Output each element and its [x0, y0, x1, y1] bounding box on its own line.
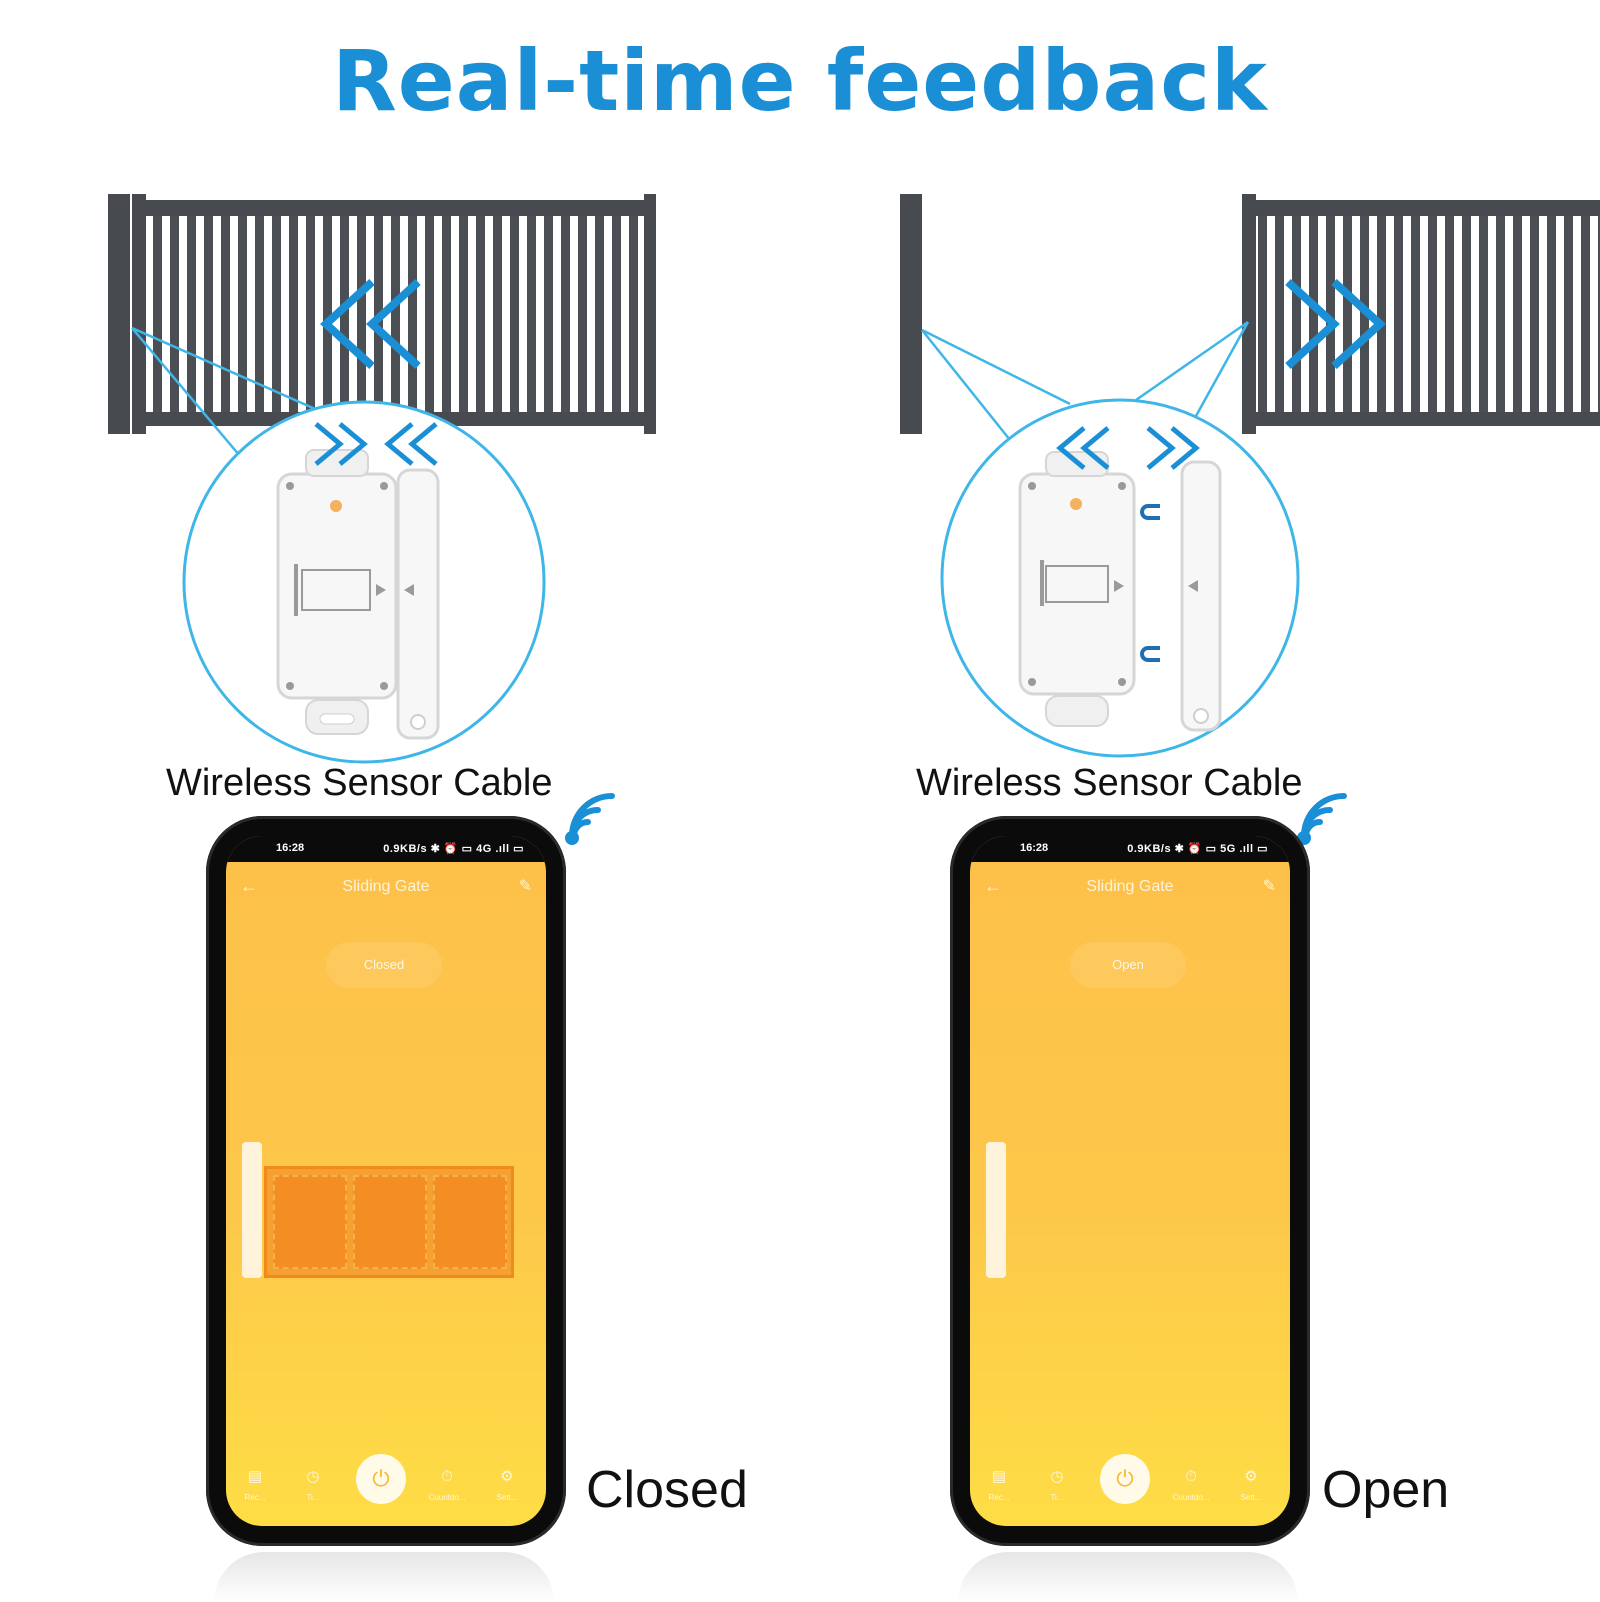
- sensor-open: [1018, 451, 1222, 732]
- nav-records[interactable]: ▤Rec...: [974, 1467, 1024, 1502]
- gate-post: [242, 1142, 262, 1278]
- status-network: 0.9KB/s ✱ ⏰ ▭ 4G .ıll ▭: [383, 843, 524, 855]
- status-time: 16:28: [1020, 842, 1049, 854]
- countdown-icon: ⏱: [441, 1468, 453, 1485]
- status-bar: 16:28 0.9KB/s ✱ ⏰ ▭ 4G .ıll ▭: [226, 836, 546, 862]
- status-time: 16:28: [276, 842, 305, 854]
- zoom-lines-left: [131, 326, 323, 457]
- closed-gate: [108, 194, 656, 434]
- records-icon: ▤: [247, 1468, 263, 1485]
- status-bar: 16:28 0.9KB/s ✱ ⏰ ▭ 5G .ıll ▭: [970, 836, 1290, 862]
- zoom-lines-right: [921, 320, 1250, 441]
- gate-post: [986, 1142, 1006, 1278]
- bottom-nav: ▤Rec... ◷Ti... ⏻ ⏱Countdo... ⚙Sett...: [226, 1430, 546, 1526]
- app-screen-open: 16:28 0.9KB/s ✱ ⏰ ▭ 5G .ıll ▭ ← Sliding …: [970, 836, 1290, 1526]
- nav-timer[interactable]: ◷Ti...: [1032, 1467, 1082, 1502]
- sensor-closed: [276, 449, 440, 740]
- records-icon: ▤: [991, 1468, 1007, 1485]
- edit-icon[interactable]: ✎: [1262, 878, 1276, 895]
- clock-icon: ◷: [1050, 1468, 1064, 1485]
- magnet-icon: [1140, 504, 1160, 662]
- power-icon: ⏻: [1116, 1466, 1134, 1491]
- status-network: 0.9KB/s ✱ ⏰ ▭ 5G .ıll ▭: [1127, 843, 1268, 855]
- nav-timer[interactable]: ◷Ti...: [288, 1467, 338, 1502]
- nav-countdown[interactable]: ⏱Countdo...: [422, 1468, 472, 1502]
- nav-settings[interactable]: ⚙Sett...: [1226, 1467, 1276, 1502]
- back-arrow-icon[interactable]: ←: [984, 876, 1002, 896]
- open-gate: [900, 194, 1600, 434]
- chevron-left-icon: [384, 422, 438, 466]
- chevron-left-icon: [1056, 426, 1110, 470]
- phone-closed: 16:28 0.9KB/s ✱ ⏰ ▭ 4G .ıll ▭ ← Sliding …: [206, 816, 566, 1546]
- settings-icon: ⚙: [500, 1468, 514, 1485]
- nav-countdown[interactable]: ⏱Countdo...: [1166, 1468, 1216, 1502]
- back-arrow-icon[interactable]: ←: [240, 876, 258, 896]
- chevron-right-icon: [1285, 279, 1386, 369]
- wifi-icon: [1297, 793, 1347, 845]
- sensor-caption-right: Wireless Sensor Cable: [916, 762, 1303, 804]
- app-title: Sliding Gate: [342, 878, 430, 895]
- status-badge: Closed: [326, 942, 442, 988]
- app-title: Sliding Gate: [1086, 878, 1174, 895]
- status-badge: Open: [1070, 942, 1186, 988]
- app-screen-closed: 16:28 0.9KB/s ✱ ⏰ ▭ 4G .ıll ▭ ← Sliding …: [226, 836, 546, 1526]
- clock-icon: ◷: [306, 1468, 320, 1485]
- gate-graphic-closed: [264, 1166, 514, 1278]
- nav-records[interactable]: ▤Rec...: [230, 1467, 280, 1502]
- chevron-right-icon: [314, 422, 368, 466]
- state-label-closed: Closed: [586, 1461, 748, 1519]
- edit-icon[interactable]: ✎: [518, 878, 532, 895]
- bottom-nav: ▤Rec... ◷Ti... ⏻ ⏱Countdo... ⚙Sett...: [970, 1430, 1290, 1526]
- power-button[interactable]: ⏻: [1100, 1454, 1150, 1504]
- phone-open: 16:28 0.9KB/s ✱ ⏰ ▭ 5G .ıll ▭ ← Sliding …: [950, 816, 1310, 1546]
- wifi-icon: [565, 793, 615, 845]
- power-button[interactable]: ⏻: [356, 1454, 406, 1504]
- countdown-icon: ⏱: [1185, 1468, 1197, 1485]
- page-title: Real-time feedback: [332, 32, 1268, 130]
- chevron-left-icon: [320, 279, 421, 369]
- chevron-right-icon: [1146, 426, 1200, 470]
- power-icon: ⏻: [372, 1466, 390, 1491]
- phone-reflection-left: [214, 1552, 554, 1602]
- phone-reflection-right: [958, 1552, 1298, 1602]
- state-label-open: Open: [1322, 1461, 1450, 1519]
- settings-icon: ⚙: [1244, 1468, 1258, 1485]
- sensor-caption-left: Wireless Sensor Cable: [166, 762, 553, 804]
- nav-settings[interactable]: ⚙Sett...: [482, 1467, 532, 1502]
